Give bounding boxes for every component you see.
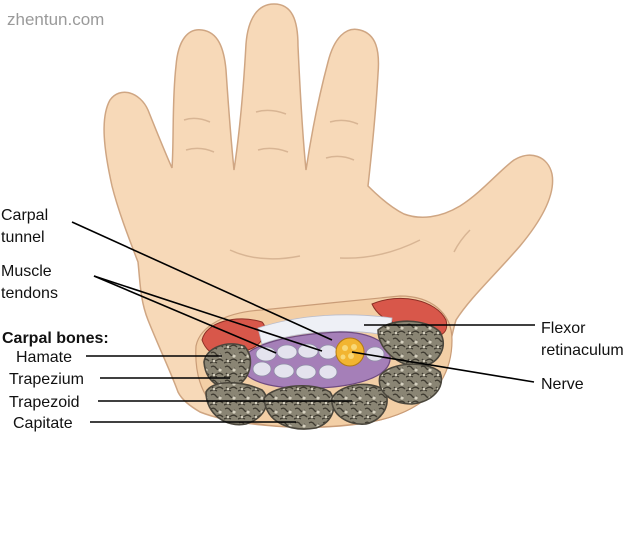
label-carpal-tunnel-line2: tunnel [1,229,45,246]
leader-nerve [351,351,535,383]
tendon [318,344,338,360]
label-hamate: Hamate [16,349,72,366]
bone-right-lower [378,363,443,405]
label-carpal-tunnel-line1: Carpal [1,207,48,224]
leader-carpal-tunnel [71,221,333,341]
label-carpal-bones-heading: Carpal bones: [2,330,109,347]
tendon [273,363,295,379]
label-flexor-retinaculum-line2: retinaculum [541,342,624,359]
tendon [318,364,338,380]
finger-crease-lines [183,109,471,260]
median-nerve [335,337,365,367]
tendon [295,364,317,380]
leader-lines [71,221,535,423]
bone-right-upper [377,320,444,368]
label-muscle-tendons-line1: Muscle [1,263,52,280]
watermark-text: zhentun.com [7,10,104,29]
tendon [276,344,298,360]
leader-muscle-tendons-2 [93,275,323,352]
label-flexor-retinaculum-line1: Flexor [541,320,586,337]
label-muscle-tendons-line2: tendons [1,285,58,302]
tendon [252,361,272,377]
bone-trapezoid [331,383,388,425]
label-capitate: Capitate [13,415,73,432]
label-nerve: Nerve [541,376,584,393]
bone-capitate [263,384,335,430]
bone-trapezium [205,381,268,426]
label-trapezium: Trapezium [9,371,84,388]
leader-muscle-tendons-1 [93,275,277,354]
carpal-bones [203,320,444,430]
label-trapezoid: Trapezoid [9,394,80,411]
bone-hamate [203,343,252,389]
